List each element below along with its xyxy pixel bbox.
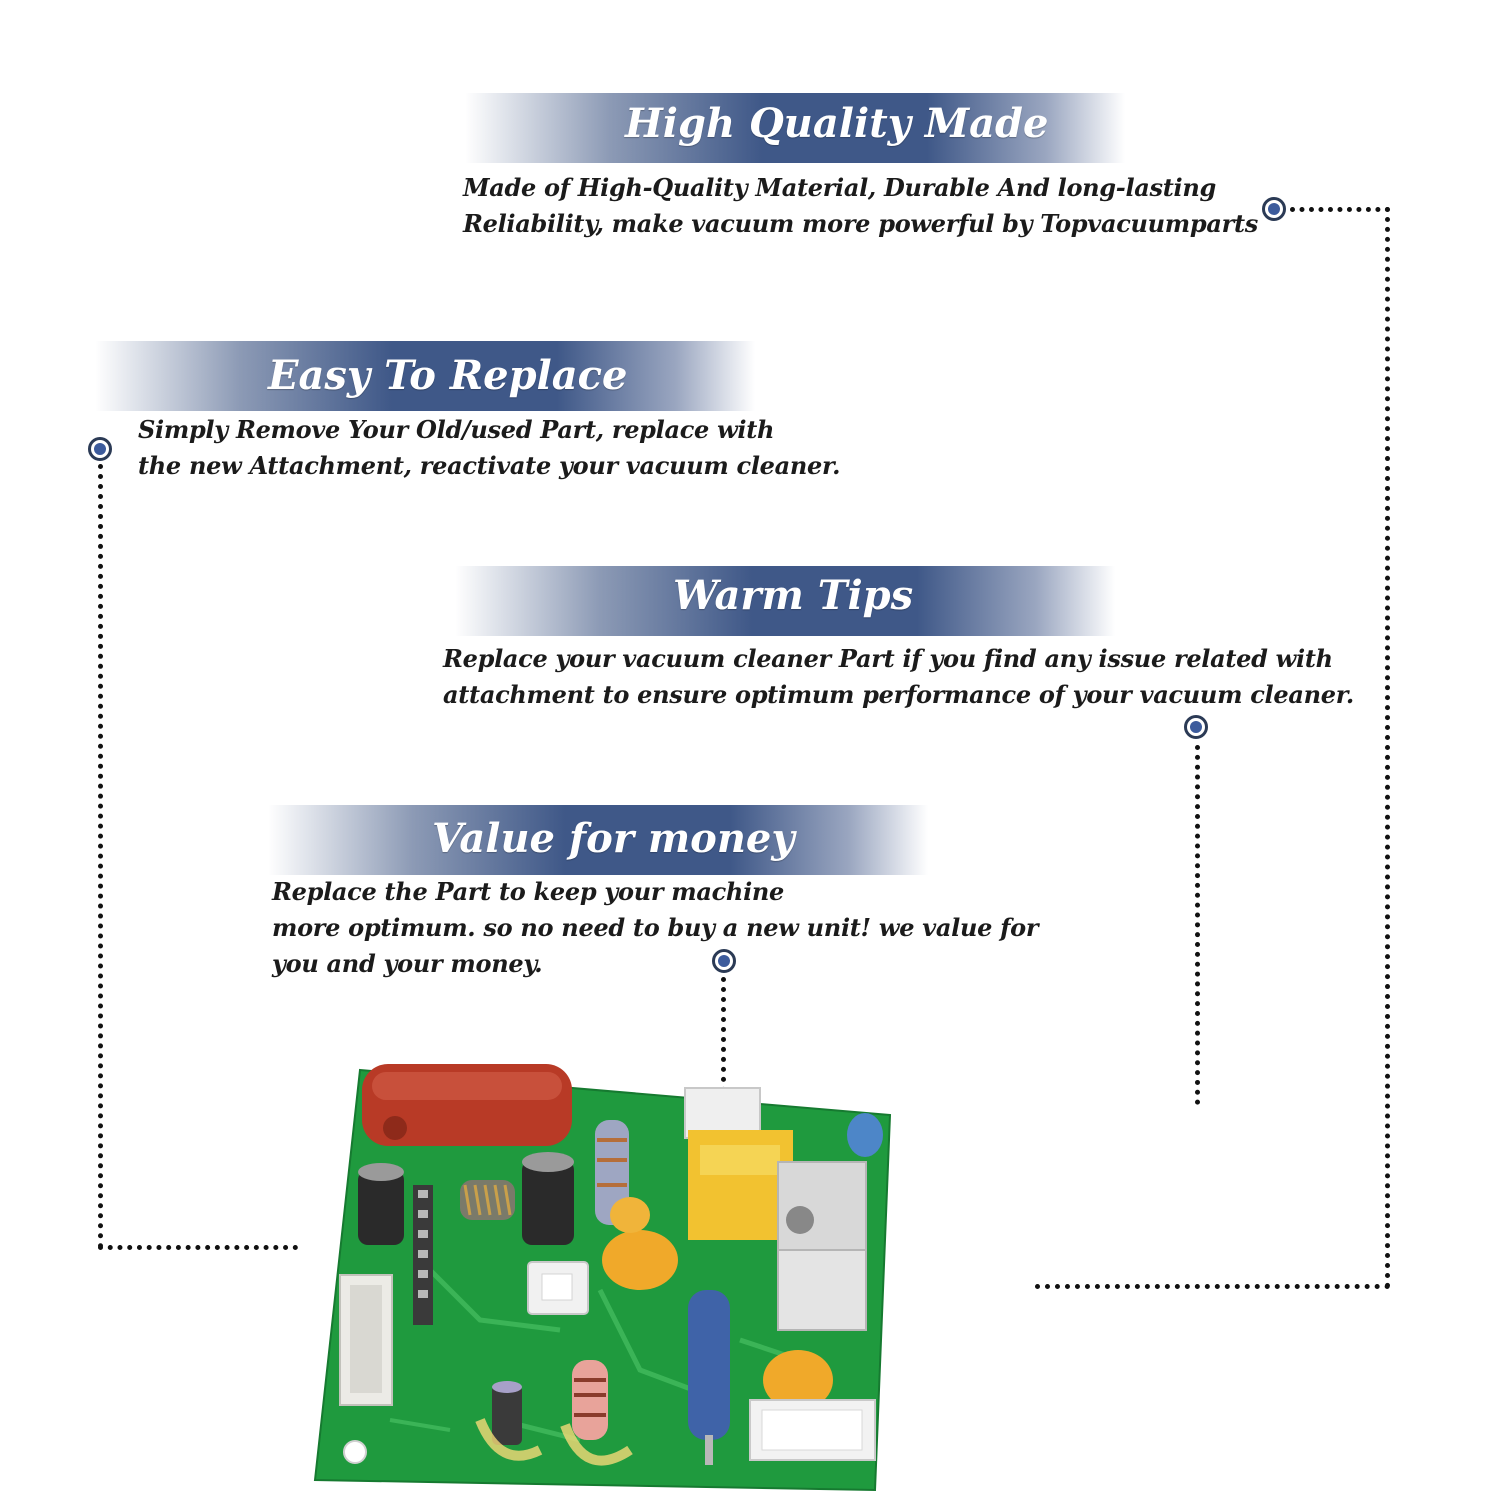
value-money-description: Replace the Part to keep your machine mo… bbox=[272, 877, 1039, 978]
marker-value-money-icon bbox=[712, 949, 736, 973]
circuit-board-image bbox=[313, 1064, 892, 1492]
value-money-banner bbox=[268, 805, 928, 875]
warm-tips-description: Replace your vacuum cleaner Part if you … bbox=[443, 644, 1354, 709]
connector-easy-replace-left bbox=[98, 464, 103, 1249]
marker-high-quality-icon bbox=[1262, 197, 1286, 221]
connector-high-quality-bottom bbox=[1035, 1284, 1390, 1289]
easy-replace-description: Simply Remove Your Old/used Part, replac… bbox=[138, 415, 841, 480]
warm-tips-heading: Warm Tips bbox=[673, 572, 914, 619]
easy-replace-banner bbox=[95, 341, 755, 411]
value-money-heading: Value for money bbox=[432, 815, 795, 862]
connector-easy-replace-bottom bbox=[98, 1245, 298, 1250]
warm-tips-banner bbox=[455, 566, 1115, 636]
connector-high-quality-right bbox=[1385, 207, 1390, 1289]
marker-easy-replace-icon bbox=[88, 437, 112, 461]
easy-replace-heading: Easy To Replace bbox=[268, 352, 628, 399]
high-quality-heading: High Quality Made bbox=[625, 100, 1049, 147]
connector-high-quality-top bbox=[1290, 207, 1390, 212]
high-quality-banner bbox=[465, 93, 1125, 163]
marker-warm-tips-icon bbox=[1184, 715, 1208, 739]
connector-value-money bbox=[721, 977, 726, 1092]
connector-warm-tips bbox=[1195, 745, 1200, 1105]
high-quality-description: Made of High-Quality Material, Durable A… bbox=[463, 173, 1258, 238]
